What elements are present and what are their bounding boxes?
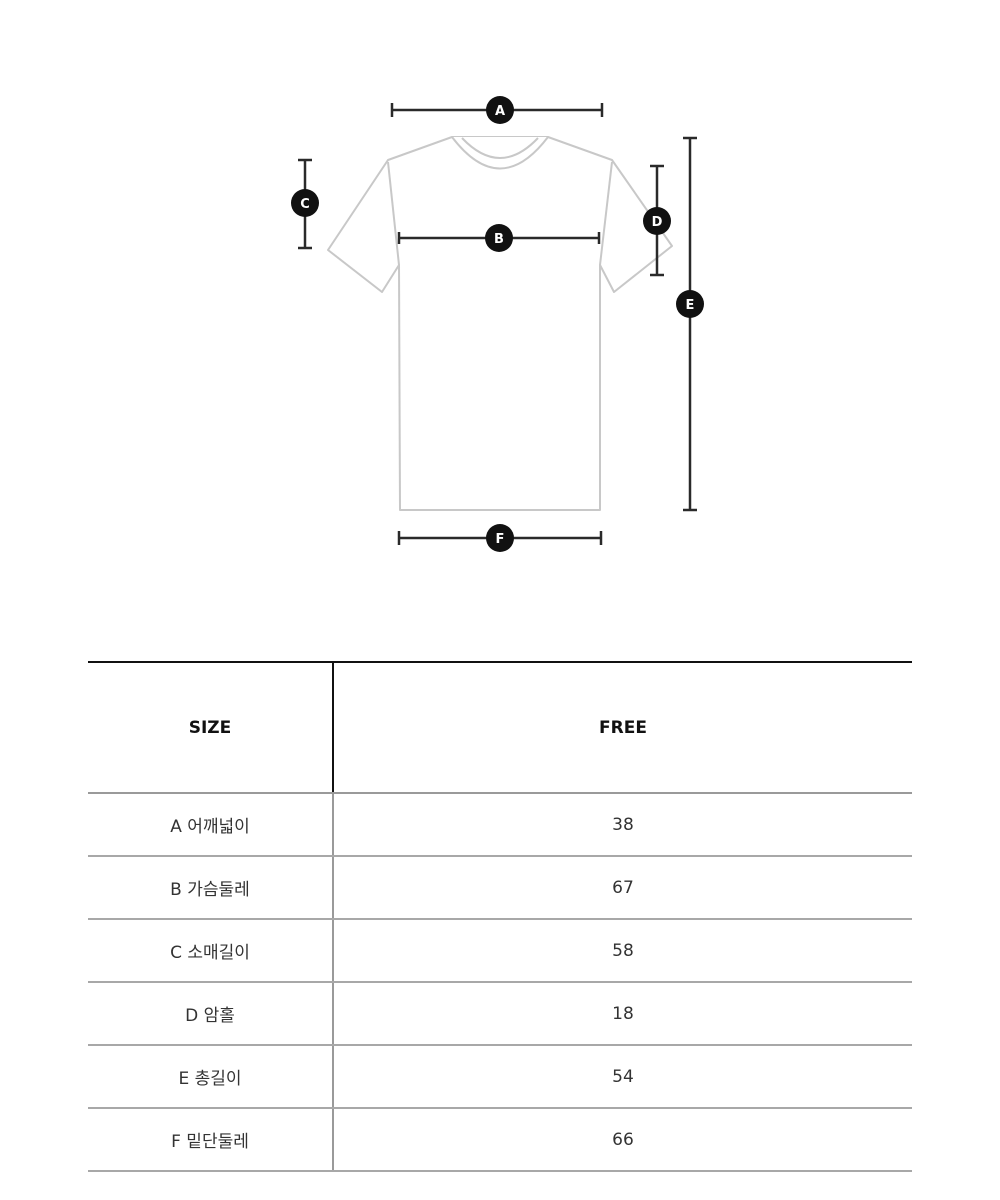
marker-a: A xyxy=(486,96,514,124)
marker-b: B xyxy=(485,224,513,252)
header-size-label: SIZE xyxy=(88,661,334,794)
row-label: E 총길이 xyxy=(88,1045,334,1109)
tshirt-measurement-diagram: A B C D E F xyxy=(291,96,704,552)
row-value: 18 xyxy=(333,982,912,1046)
svg-text:F: F xyxy=(496,532,505,547)
table-header-row: SIZE FREE xyxy=(88,661,912,794)
row-label: C 소매길이 xyxy=(88,919,334,983)
marker-f: F xyxy=(486,524,514,552)
table-row: F 밑단둘레 66 xyxy=(88,1108,912,1172)
tshirt-outline xyxy=(327,136,673,511)
row-value: 58 xyxy=(333,919,912,983)
row-label: D 암홀 xyxy=(88,982,334,1046)
svg-text:E: E xyxy=(686,298,695,313)
row-label: A 어깨넓이 xyxy=(88,793,334,857)
row-label: B 가슴둘레 xyxy=(88,856,334,920)
row-value: 66 xyxy=(333,1108,912,1172)
svg-text:D: D xyxy=(652,215,663,230)
marker-e: E xyxy=(676,290,704,318)
svg-text:C: C xyxy=(300,197,310,212)
table-row: E 총길이 54 xyxy=(88,1045,912,1109)
marker-d: D xyxy=(643,207,671,235)
table-row: A 어깨넓이 38 xyxy=(88,793,912,857)
svg-text:A: A xyxy=(495,104,505,119)
size-table: SIZE FREE A 어깨넓이 38 B 가슴둘레 67 C 소매길이 58 … xyxy=(88,661,912,1172)
table-row: D 암홀 18 xyxy=(88,982,912,1046)
table-row: B 가슴둘레 67 xyxy=(88,856,912,920)
row-value: 54 xyxy=(333,1045,912,1109)
svg-text:B: B xyxy=(494,232,504,247)
row-label: F 밑단둘레 xyxy=(88,1108,334,1172)
measure-line-e xyxy=(683,136,697,512)
header-free-label: FREE xyxy=(333,661,912,794)
row-value: 38 xyxy=(333,793,912,857)
marker-c: C xyxy=(291,189,319,217)
row-value: 67 xyxy=(333,856,912,920)
table-row: C 소매길이 58 xyxy=(88,919,912,983)
